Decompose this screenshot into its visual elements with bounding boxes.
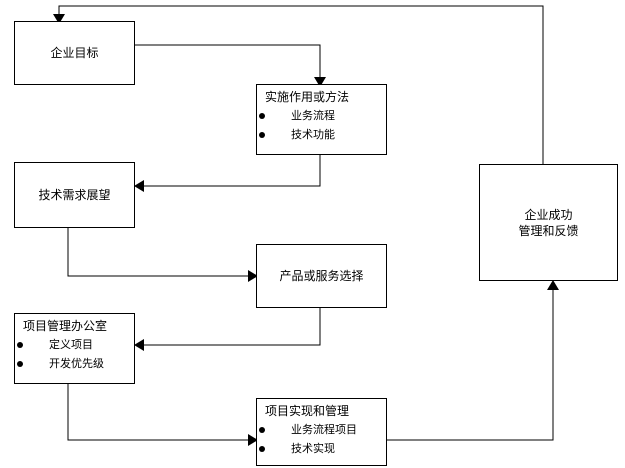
bullet-dot-icon (17, 341, 23, 348)
arrowhead-left-pmo (134, 339, 144, 351)
bullet-dot-icon (259, 426, 265, 433)
edge-success-to-goal (58, 5, 544, 164)
node-enterprise-success-subtitle: 管理和反馈 (518, 223, 579, 238)
bullet-dot-icon (259, 131, 265, 138)
list-item: 定义项目 (15, 335, 134, 354)
arrowhead-up-success (547, 280, 559, 290)
node-tech-requirement-outlook-title: 技术需求展望 (38, 188, 111, 202)
node-implementation-method-bullets: 业务流程 技术功能 (257, 106, 386, 144)
bullet-dot-icon (259, 112, 265, 119)
edge-tech-outlook-to-product (67, 228, 249, 277)
bullet-dot-icon (259, 445, 265, 452)
edge-goal-to-method (135, 44, 321, 78)
arrowhead-right-product (248, 270, 258, 282)
node-enterprise-success[interactable]: 企业成功 管理和反馈 (479, 164, 618, 281)
edge-project-impl-to-success (387, 289, 554, 441)
node-product-service-selection-title: 产品或服务选择 (279, 269, 364, 283)
list-item: 业务流程项目 (257, 420, 386, 439)
node-project-implementation-management-bullets: 业务流程项目 技术实现 (257, 420, 386, 458)
edge-method-to-tech-outlook (143, 155, 321, 187)
node-tech-requirement-outlook[interactable]: 技术需求展望 (14, 162, 135, 228)
list-item: 技术功能 (257, 125, 386, 144)
list-item: 开发优先级 (15, 354, 134, 373)
node-project-management-office-title: 项目管理办公室 (23, 319, 108, 333)
node-implementation-method-title: 实施作用或方法 (265, 90, 350, 104)
bullet-dot-icon (17, 360, 23, 367)
arrowheads (53, 14, 559, 446)
arrowhead-down-method (314, 77, 326, 87)
arrowhead-down-goal (53, 14, 65, 24)
node-product-service-selection[interactable]: 产品或服务选择 (256, 244, 387, 308)
node-project-implementation-management-title: 项目实现和管理 (265, 404, 350, 418)
node-project-management-office-bullets: 定义项目 开发优先级 (15, 335, 134, 373)
edge-pmo-to-project-impl (67, 384, 249, 441)
list-item: 技术实现 (257, 439, 386, 458)
node-enterprise-goal-title: 企业目标 (50, 46, 99, 60)
arrowhead-right-project-impl (248, 434, 258, 446)
edge-product-to-pmo (143, 308, 321, 346)
node-implementation-method[interactable]: 实施作用或方法 业务流程 技术功能 (256, 84, 387, 155)
node-enterprise-success-title: 企业成功 (524, 207, 573, 222)
list-item: 业务流程 (257, 106, 386, 125)
node-enterprise-goal[interactable]: 企业目标 (14, 21, 135, 85)
node-project-implementation-management[interactable]: 项目实现和管理 业务流程项目 技术实现 (256, 398, 387, 466)
arrowhead-left-tech-outlook (134, 180, 144, 192)
node-project-management-office[interactable]: 项目管理办公室 定义项目 开发优先级 (14, 313, 135, 384)
